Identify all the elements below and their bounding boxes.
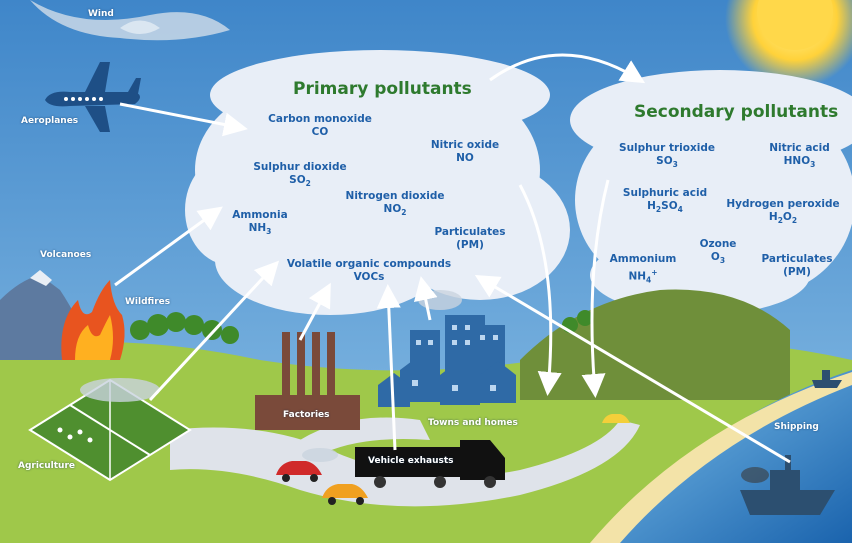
wind-cloud [30, 0, 230, 41]
town-buildings [378, 315, 516, 407]
formula-subscript: 4 [646, 275, 652, 285]
formula-subscript: 3 [810, 160, 816, 170]
formula-base: O [782, 211, 792, 223]
town-windows [412, 325, 498, 391]
arrow-volcanoes [114, 206, 223, 287]
formula-subscript: 2 [777, 216, 783, 226]
primary-pollutants-header: Primary pollutants [293, 79, 472, 99]
pollutant-sulphur-dioxide: Sulphur dioxide SO2 [245, 161, 355, 190]
pollutant-nitric-oxide: Nitric oxide NO [420, 139, 510, 165]
pollutant-name: Ozone [699, 238, 737, 250]
formula-subscript: 2 [791, 216, 798, 226]
pollutant-name: Carbon monoxide [268, 113, 372, 125]
source-volcanoes: Volcanoes [40, 250, 92, 260]
source-arrows [114, 53, 791, 464]
pollutant-name: Nitrogen dioxide [345, 190, 445, 202]
formula-subscript: 3 [719, 256, 726, 266]
formula-subscript: 2 [655, 205, 662, 215]
pollutant-name: Particulates [761, 253, 833, 265]
formula-base: SO [656, 155, 673, 167]
secondary-cloud [570, 70, 852, 315]
formula-superscript: + [651, 268, 658, 277]
arrow-aeroplanes [119, 102, 248, 137]
car-red-icon [276, 461, 322, 482]
source-aeroplanes: Aeroplanes [21, 116, 79, 126]
formula-base: H [768, 211, 778, 223]
formula-subscript: 2 [401, 208, 407, 218]
pollutant-formula: (PM) [456, 239, 484, 251]
formula-subscript: 3 [672, 160, 678, 170]
formula-base: H [647, 200, 656, 212]
arrow-shipping [474, 274, 791, 464]
source-wildfires: Wildfires [125, 297, 171, 307]
source-shipping: Shipping [774, 422, 819, 432]
pollutant-name: Ammonium [609, 253, 677, 265]
source-agriculture: Agriculture [18, 461, 76, 471]
pollutant-formula: NO [456, 152, 474, 164]
road [170, 420, 640, 507]
pollutant-hydrogen-peroxide: Hydrogen peroxide H2O2 [724, 198, 842, 227]
pollutant-sulphur-trioxide: Sulphur trioxide SO3 [612, 142, 722, 171]
pollutant-name: Sulphur trioxide [619, 142, 715, 154]
pollutant-sulphuric-acid: Sulphuric acid H2SO4 [615, 187, 715, 216]
formula-base: O [710, 251, 720, 263]
car-small-icon [602, 414, 630, 423]
pollutant-carbon-monoxide: Carbon monoxide CO [260, 113, 380, 139]
truck-icon [355, 440, 505, 488]
secondary-pollutants-header: Secondary pollutants [634, 102, 839, 122]
formula-base: NO [383, 203, 402, 215]
volcano-snow [30, 270, 52, 286]
pollutant-name: Ammonia [232, 209, 288, 221]
arrow-agriculture [148, 260, 280, 402]
arrow-towns [413, 276, 438, 321]
pollutant-ozone: Ozone O3 [688, 238, 748, 267]
wind-swirl [120, 20, 160, 34]
pollutant-particulates-secondary: Particulates (PM) [752, 253, 842, 279]
arrow-secondary-down [581, 179, 610, 398]
pollutant-name: Nitric acid [769, 142, 830, 154]
arrow-primary-to-secondary [489, 53, 646, 84]
pollutant-name: Nitric oxide [430, 139, 500, 151]
source-wind: Wind [88, 9, 114, 19]
pollutant-vocs: Volatile organic compounds VOCs [283, 258, 455, 284]
arrow-primary-down [518, 184, 562, 396]
aeroplane-icon [45, 62, 141, 132]
pollutant-particulates-primary: Particulates (PM) [425, 226, 515, 252]
beach [590, 372, 852, 543]
formula-subscript: 3 [266, 227, 272, 237]
pollutant-name: Sulphur dioxide [253, 161, 347, 173]
wildfire-inner-flame [75, 315, 113, 360]
pollutant-formula: (PM) [783, 266, 811, 278]
pollutant-formula: CO [311, 126, 329, 138]
factory-building [255, 332, 360, 430]
pollutant-name: Hydrogen peroxide [726, 198, 840, 210]
pollutant-name: Particulates [434, 226, 506, 238]
formula-base: SO [661, 200, 678, 212]
pollutant-ammonium: Ammonium NH4+ [603, 253, 683, 287]
pollutant-formula: VOCs [353, 271, 385, 283]
formula-base: NH [248, 222, 267, 234]
car-yellow-icon [322, 484, 368, 505]
formula-base: HNO [783, 155, 811, 167]
formula-subscript: 2 [305, 179, 311, 189]
source-vehicle-exhausts: Vehicle exhausts [368, 456, 454, 466]
pollutant-nitrogen-dioxide: Nitrogen dioxide NO2 [335, 190, 455, 219]
agriculture-field [28, 378, 192, 482]
small-ship-icon [812, 370, 842, 388]
formula-base: NH [628, 270, 647, 283]
pollutant-name: Sulphuric acid [622, 187, 708, 199]
formula-subscript: 4 [677, 205, 683, 215]
source-towns-and-homes: Towns and homes [428, 418, 518, 428]
pollutant-nitric-acid: Nitric acid HNO3 [762, 142, 837, 171]
pollutant-ammonia: Ammonia NH3 [225, 209, 295, 238]
arrow-vehicles [376, 284, 401, 451]
formula-base: SO [289, 174, 306, 186]
arrow-factories [298, 282, 331, 341]
trees [130, 310, 593, 344]
pollutant-name: Volatile organic compounds [286, 258, 452, 270]
sun-disc [757, 0, 833, 50]
source-factories: Factories [283, 410, 330, 420]
